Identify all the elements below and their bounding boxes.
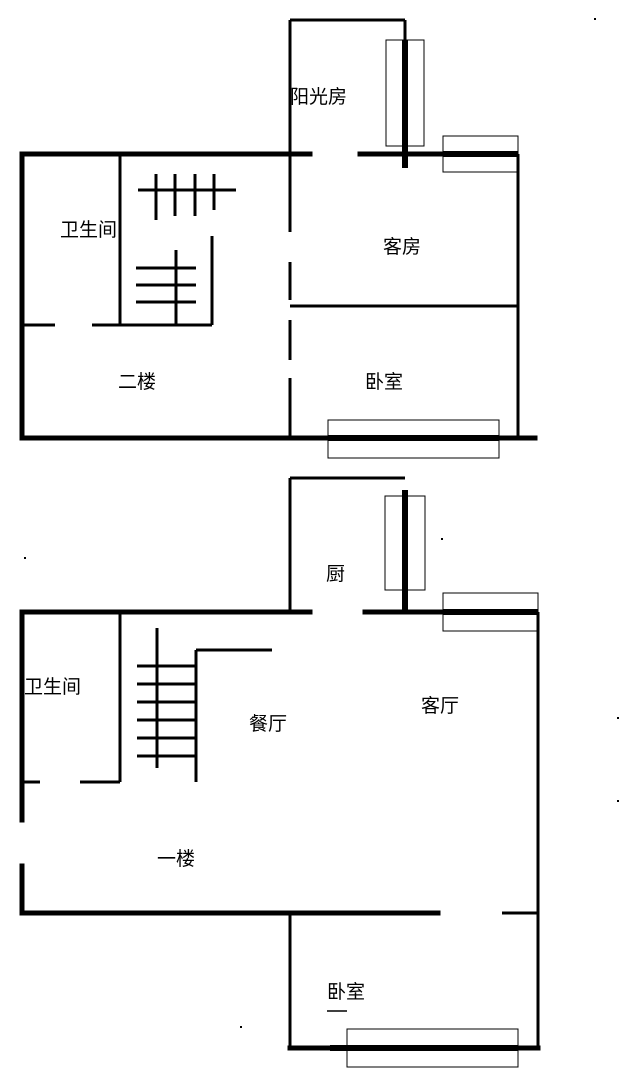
lower-bedroom-label: 卧室 [327, 981, 365, 1003]
lower-staircase [137, 628, 272, 782]
lower-bathroom-label: 卫生间 [24, 676, 81, 698]
lower-floor-label: 一楼 [157, 848, 195, 870]
dining-room-label: 餐厅 [249, 713, 287, 735]
upper-floor-label: 二楼 [118, 371, 156, 393]
sunroom-label: 阳光房 [290, 86, 347, 108]
upper-bathroom-label: 卫生间 [60, 219, 117, 241]
kitchen-label: 厨 [326, 563, 345, 585]
guest-room-label: 客房 [383, 236, 421, 258]
upper-staircase [136, 174, 236, 325]
upper-bedroom-label: 卧室 [365, 371, 403, 393]
upper-floor: 阳光房 客房 卫生间 二楼 卧室 [19, 18, 538, 459]
living-room-label: 客厅 [421, 695, 459, 717]
lower-floor: 厨 卫生间 客厅 餐厅 一楼 卧室 [19, 476, 541, 1068]
stray-dots [24, 18, 619, 1028]
